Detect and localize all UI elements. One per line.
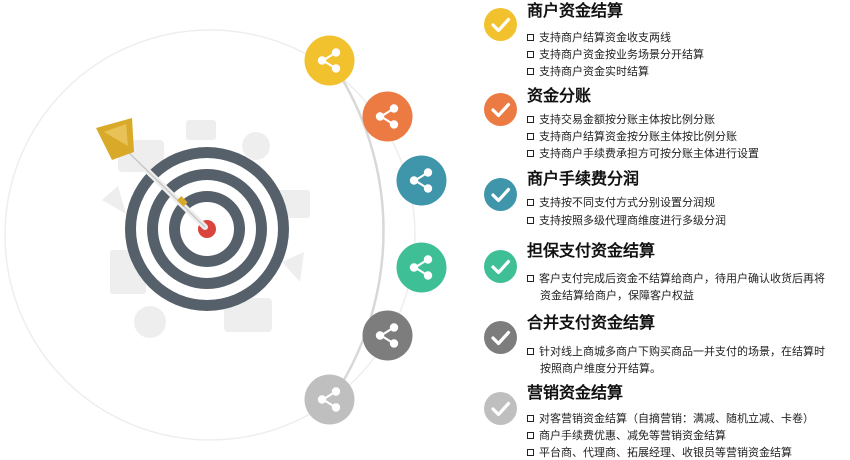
check-circle-3 — [484, 178, 517, 211]
check-icon — [484, 178, 517, 211]
share-node-1 — [304, 35, 355, 86]
check-circle-1 — [484, 8, 517, 41]
check-icon — [484, 250, 517, 283]
bullet-box — [527, 133, 534, 140]
share-node-3 — [396, 155, 447, 206]
list-item: 商户手续费优惠、减免等营销资金结算 — [527, 428, 726, 443]
check-icon — [484, 392, 517, 425]
list-item: 客户支付完成后资金不结算给商户，待用户确认收货后再将 — [527, 271, 825, 286]
bullet-box — [527, 150, 534, 157]
list-item: 对客营销资金结算（自摘营销：满减、随机立减、卡卷） — [527, 411, 814, 426]
check-circle-6 — [484, 392, 517, 425]
section-title-escrow-settlement: 担保支付资金结算 — [527, 241, 656, 260]
bullet-box — [527, 348, 534, 355]
list-item: 支持按不同支付方式分别设置分润规 — [527, 195, 715, 210]
bullet-box — [527, 415, 534, 422]
list-item: 支持交易金额按分账主体按比例分账 — [527, 112, 715, 127]
share-icon — [396, 242, 447, 293]
section-title-fund-split: 资金分账 — [527, 86, 592, 105]
list-item: 支持商户手续费承担方可按分账主体进行设置 — [527, 146, 759, 161]
background-ring — [4, 29, 416, 441]
share-icon — [362, 91, 413, 142]
bullet-box — [527, 275, 534, 282]
share-icon — [304, 35, 355, 86]
share-node-2 — [362, 91, 413, 142]
share-icon — [396, 155, 447, 206]
bullet-box — [527, 449, 534, 456]
list-item: 支持商户结算资金收支两线 — [527, 30, 671, 45]
check-circle-4 — [484, 250, 517, 283]
check-icon — [484, 321, 517, 354]
section-title-merchant-settlement: 商户资金结算 — [527, 1, 624, 20]
bullet-box — [527, 199, 534, 206]
bullet-box — [527, 68, 534, 75]
list-item-continued: 按照商户维度分开结算。 — [540, 362, 661, 375]
bullet-box — [527, 34, 534, 41]
connector-arc — [328, 59, 385, 403]
bullet-box — [527, 217, 534, 224]
bullet-box — [527, 116, 534, 123]
list-item: 支持按照多级代理商维度进行多级分润 — [527, 213, 726, 228]
bullet-box — [527, 432, 534, 439]
decor-doodles — [102, 120, 310, 338]
section-title-combined-payment: 合并支付资金结算 — [527, 313, 656, 332]
share-node-5 — [362, 310, 413, 361]
list-item: 平台商、代理商、拓展经理、收银员等营销资金结算 — [527, 445, 792, 460]
check-icon — [484, 8, 517, 41]
list-item: 支持商户资金按业务场景分开结算 — [527, 47, 704, 62]
section-title-marketing-settlement: 营销资金结算 — [527, 383, 624, 402]
share-icon — [304, 374, 355, 425]
list-item: 针对线上商城多商户下购买商品一并支付的场景，在结算时 — [527, 344, 825, 359]
section-title-fee-profit-share: 商户手续费分润 — [527, 169, 640, 188]
bullet-box — [527, 51, 534, 58]
share-node-4 — [396, 242, 447, 293]
share-node-6 — [304, 374, 355, 425]
dart-icon — [96, 118, 208, 230]
share-icon — [362, 310, 413, 361]
list-item: 支持商户结算资金按分账主体按比例分账 — [527, 129, 737, 144]
list-item: 支持商户资金实时结算 — [527, 64, 649, 79]
check-circle-2 — [484, 93, 517, 126]
check-circle-5 — [484, 321, 517, 354]
check-icon — [484, 93, 517, 126]
list-item-continued: 资金结算给商户，保障客户权益 — [540, 289, 694, 302]
